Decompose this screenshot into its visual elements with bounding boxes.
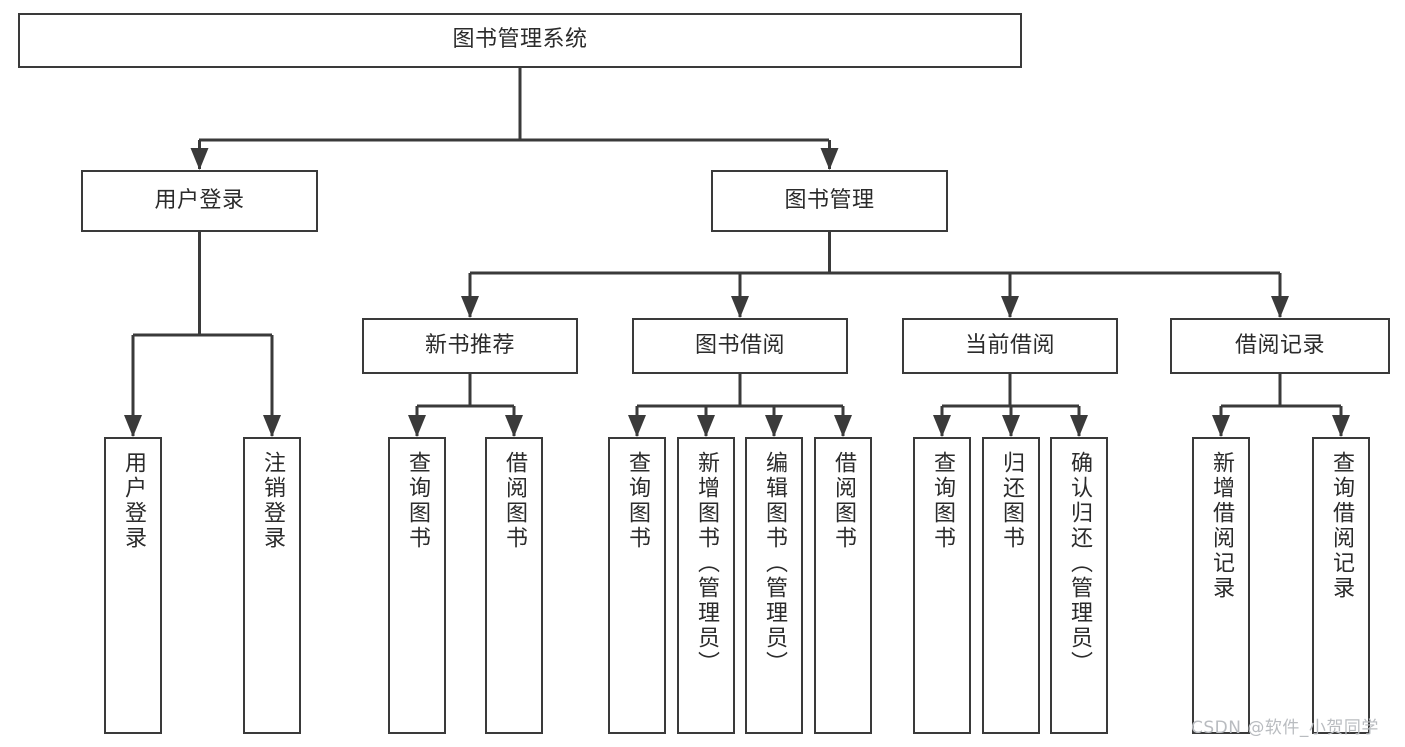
edge-arrowhead-icon — [263, 415, 281, 437]
node-leaf-query-book-2[interactable]: 查询图书 — [608, 437, 666, 734]
edge-arrowhead-icon — [1271, 296, 1289, 318]
edge-arrowhead-icon — [408, 415, 426, 437]
edge-arrowhead-icon — [1070, 415, 1088, 437]
node-leaf-borrow-book-2[interactable]: 借阅图书 — [814, 437, 872, 734]
node-label: 借阅记录 — [1234, 332, 1325, 358]
node-leaf-query-record[interactable]: 查询借阅记录 — [1312, 437, 1370, 734]
edge-arrowhead-icon — [697, 415, 715, 437]
node-label: 编辑图书（管理员） — [762, 451, 787, 676]
node-leaf-query-book-1[interactable]: 查询图书 — [388, 437, 446, 734]
node-label: 新增借阅记录 — [1209, 451, 1234, 601]
node-label: 归还图书 — [999, 451, 1024, 551]
edge-arrowhead-icon — [1212, 415, 1230, 437]
node-leaf-confirm-ret[interactable]: 确认归还（管理员） — [1050, 437, 1108, 734]
edge-arrowhead-icon — [1002, 415, 1020, 437]
node-label: 新增图书（管理员） — [694, 451, 719, 676]
csdn-watermark: CSDN @软件_小贺同学 — [1191, 718, 1379, 738]
node-label: 借阅图书 — [831, 451, 856, 551]
node-label: 用户登录 — [121, 451, 146, 551]
edge-arrowhead-icon — [190, 148, 209, 170]
node-leaf-add-book[interactable]: 新增图书（管理员） — [677, 437, 735, 734]
node-new-book-rec[interactable]: 新书推荐 — [362, 318, 578, 374]
edge-arrowhead-icon — [461, 296, 479, 318]
node-label: 用户登录 — [154, 187, 245, 213]
node-label: 图书管理系统 — [452, 27, 588, 53]
edge-arrowhead-icon — [1332, 415, 1350, 437]
node-user-login[interactable]: 用户登录 — [81, 170, 318, 232]
node-book-manage[interactable]: 图书管理 — [711, 170, 948, 232]
edge-arrowhead-icon — [124, 415, 142, 437]
edge-arrowhead-icon — [765, 415, 783, 437]
node-label: 注销登录 — [260, 451, 285, 551]
node-label: 借阅图书 — [502, 451, 527, 551]
node-label: 图书管理 — [784, 187, 875, 213]
node-root[interactable]: 图书管理系统 — [18, 13, 1022, 68]
node-label: 查询图书 — [930, 451, 955, 551]
node-leaf-edit-book[interactable]: 编辑图书（管理员） — [745, 437, 803, 734]
node-label: 确认归还（管理员） — [1067, 451, 1092, 676]
edge-arrowhead-icon — [1001, 296, 1019, 318]
edge-arrowhead-icon — [933, 415, 951, 437]
edge-arrowhead-icon — [731, 296, 749, 318]
node-label: 查询图书 — [405, 451, 430, 551]
node-leaf-user-logout[interactable]: 注销登录 — [243, 437, 301, 734]
node-label: 新书推荐 — [424, 332, 515, 358]
node-leaf-query-book-3[interactable]: 查询图书 — [913, 437, 971, 734]
node-leaf-user-login[interactable]: 用户登录 — [104, 437, 162, 734]
node-leaf-return-book[interactable]: 归还图书 — [982, 437, 1040, 734]
node-label: 当前借阅 — [964, 332, 1055, 358]
node-borrow-record[interactable]: 借阅记录 — [1170, 318, 1390, 374]
edge-arrowhead-icon — [628, 415, 646, 437]
node-leaf-add-record[interactable]: 新增借阅记录 — [1192, 437, 1250, 734]
edge-arrowhead-icon — [820, 148, 839, 170]
edge-arrowhead-icon — [505, 415, 523, 437]
node-leaf-borrow-book-1[interactable]: 借阅图书 — [485, 437, 543, 734]
node-label: 查询借阅记录 — [1329, 451, 1354, 601]
node-current-borrow[interactable]: 当前借阅 — [902, 318, 1118, 374]
node-label: 查询图书 — [625, 451, 650, 551]
node-book-borrow[interactable]: 图书借阅 — [632, 318, 848, 374]
node-label: 图书借阅 — [694, 332, 785, 358]
edge-arrowhead-icon — [834, 415, 852, 437]
